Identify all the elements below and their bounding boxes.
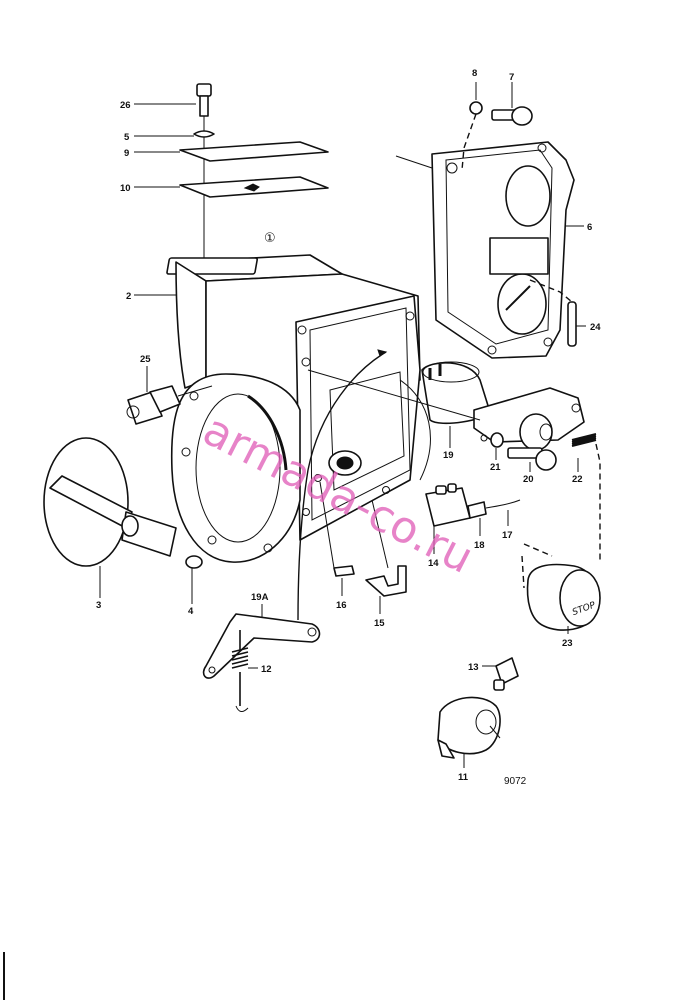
collar-11 xyxy=(437,696,501,759)
part-label-22: 22 xyxy=(572,474,583,485)
gasket-10 xyxy=(179,176,329,198)
part-label-9: 9 xyxy=(124,148,129,159)
part-label-17: 17 xyxy=(502,530,513,541)
drawing-code: 9072 xyxy=(504,776,527,787)
spring-22 xyxy=(571,433,597,447)
pin-24 xyxy=(567,301,577,347)
part-label-6: 6 xyxy=(587,222,592,233)
screw-7 xyxy=(491,106,533,126)
part-label-13: 13 xyxy=(468,662,479,673)
part-label-2: 2 xyxy=(126,291,131,302)
part-label-21: 21 xyxy=(490,462,501,473)
bracket-15 xyxy=(365,565,407,597)
part-label-23: 23 xyxy=(562,638,573,649)
part-label-18: 18 xyxy=(474,540,485,551)
housing-2 xyxy=(166,254,431,563)
part-label-19A: 19A xyxy=(251,592,269,603)
part-label-20: 20 xyxy=(523,474,534,485)
part-label-26: 26 xyxy=(120,100,131,111)
knob-13 xyxy=(493,657,519,691)
part-label-7: 7 xyxy=(509,72,514,83)
cover-disc-3 xyxy=(43,437,177,567)
part-label-14: 14 xyxy=(428,558,439,569)
lever-19A xyxy=(202,613,321,679)
part-label-8: 8 xyxy=(472,68,477,79)
part-label-19: 19 xyxy=(443,450,454,461)
part-label-15: 15 xyxy=(374,618,385,629)
screw-20 xyxy=(507,447,557,471)
part-label-24: 24 xyxy=(590,322,601,333)
solenoid-19 xyxy=(421,361,585,451)
washer-5 xyxy=(193,130,215,138)
spring-12 xyxy=(231,630,249,712)
plug-25 xyxy=(126,385,181,425)
part-label-10: 10 xyxy=(120,183,131,194)
part-label-3: 3 xyxy=(96,600,101,611)
bolt-26 xyxy=(196,83,212,117)
stop-button-23: STOP xyxy=(526,563,601,631)
part-label-25: 25 xyxy=(140,354,151,365)
cover-plate-9 xyxy=(179,141,329,162)
bracket-16 xyxy=(333,565,355,577)
connector-18 xyxy=(467,501,487,519)
washer-21 xyxy=(490,432,504,448)
part-label-11: 11 xyxy=(458,772,469,783)
circled-reference: ① xyxy=(264,231,276,246)
part-label-4: 4 xyxy=(188,606,194,617)
part-label-12: 12 xyxy=(261,664,272,675)
washer-8 xyxy=(469,101,483,115)
part-label-16: 16 xyxy=(336,600,347,611)
cover-6 xyxy=(431,141,575,359)
o-ring-4 xyxy=(185,555,203,569)
part-label-5: 5 xyxy=(124,132,130,143)
